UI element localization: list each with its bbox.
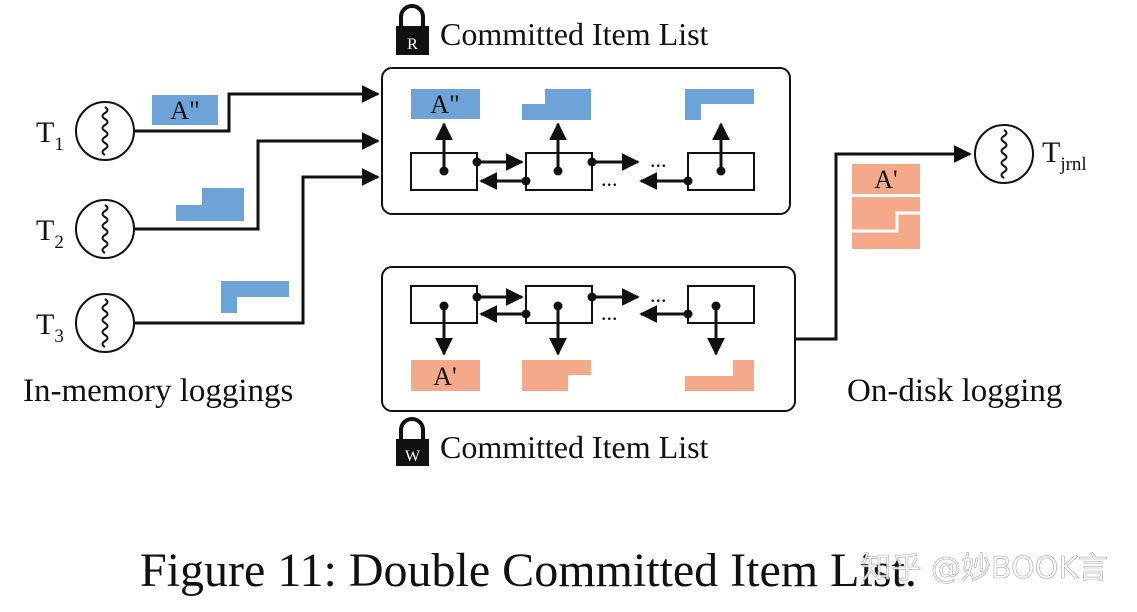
list-item-partial (522, 360, 591, 391)
in-memory-label: In-memory loggings (23, 373, 293, 409)
connector-arrow (134, 132, 380, 231)
thread-label: T2 (36, 214, 64, 253)
list-item-label: A' (433, 362, 456, 391)
journal-connector-arrow (795, 145, 972, 341)
thread-tjrnl: Tjrnl (974, 124, 1087, 184)
bottom-committed-item-list: ... ... A' W Committed Item List (381, 266, 796, 466)
list-item-a-double-prime (411, 89, 480, 119)
journal-item-stack (852, 197, 920, 249)
lock-icon: W (396, 417, 429, 466)
thread-t1: T1 (36, 101, 135, 161)
thread-item-partial (221, 281, 289, 313)
connector-arrow (134, 168, 380, 325)
figure-caption: Figure 11: Double Committed Item List. (140, 544, 917, 597)
ellipsis: ... (601, 300, 618, 325)
list-item-partial (685, 89, 754, 120)
connector-arrow (134, 85, 380, 133)
thread-item-partial (176, 188, 244, 221)
list-title: Committed Item List (440, 429, 709, 465)
thread-label: T1 (36, 116, 64, 155)
list-node (687, 285, 755, 324)
lock-icon: R (396, 4, 429, 55)
list-item-a-prime (411, 360, 480, 391)
svg-text:W: W (405, 448, 421, 465)
list-item-partial (522, 89, 591, 120)
thread-t3: T3 (36, 293, 135, 353)
thread-t2: T2 (36, 199, 135, 259)
ellipsis: ... (601, 166, 618, 191)
thread-label: Tjrnl (1042, 136, 1087, 175)
thread-item-a-double-prime (152, 95, 218, 125)
ellipsis: ... (650, 282, 667, 307)
watermark: 知乎 @妙BOOK言 (862, 551, 1109, 586)
journal-item-label: A' (874, 165, 897, 194)
svg-text:R: R (407, 36, 418, 53)
list-title: Committed Item List (440, 16, 709, 52)
thread-label: T3 (36, 308, 64, 347)
list-item-partial (685, 360, 754, 391)
ellipsis: ... (650, 147, 667, 172)
top-committed-item-list: R Committed Item List A" ... ... (381, 4, 791, 215)
journal-item-a-prime (852, 164, 920, 194)
on-disk-label: On-disk logging (847, 373, 1062, 409)
list-item-label: A" (430, 90, 459, 119)
thread-item-label: A" (170, 96, 199, 125)
